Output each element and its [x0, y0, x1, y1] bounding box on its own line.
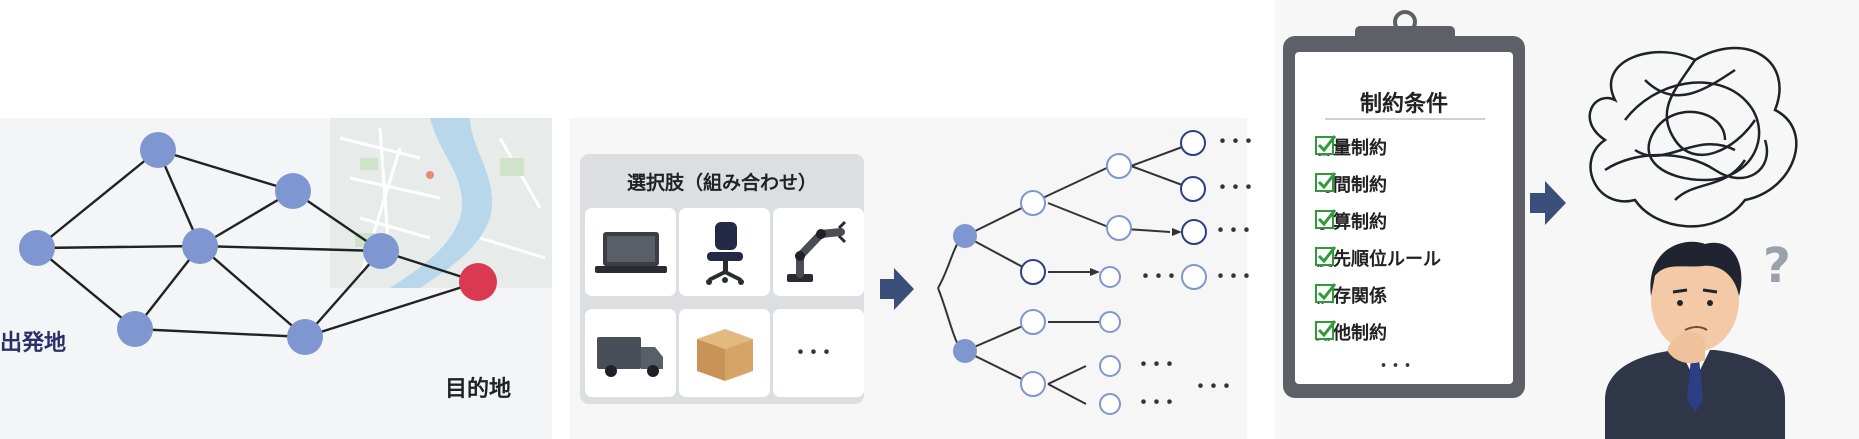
office-chair-icon: [706, 222, 744, 285]
tree-root-node: [953, 224, 977, 248]
title-divider: [1325, 118, 1485, 120]
tree-ellipsis: ･･･: [1138, 353, 1178, 378]
checkbox-checked-icon: [1315, 246, 1337, 266]
tree-node: [1180, 130, 1206, 156]
clipboard-clip: [1355, 10, 1455, 46]
route-network-graph: [19, 118, 552, 355]
tangled-scribble: [1588, 46, 1798, 228]
tree-node: [1181, 219, 1207, 245]
cardboard-box-icon: [697, 329, 753, 381]
tree-node: [1099, 266, 1121, 288]
decision-tree: [880, 130, 1207, 415]
constraint-label: 優先順位ルール: [1315, 249, 1441, 270]
tree-node: [1099, 311, 1121, 333]
more-constraints-ellipsis: ･･･: [1379, 356, 1415, 377]
constraint-item: 排他制約: [1315, 319, 1387, 345]
tree-node: [1106, 215, 1132, 241]
route-network-panel: 出発地 目的地: [0, 118, 552, 439]
tree-root-node: [953, 339, 977, 363]
network-node: [275, 173, 311, 209]
checkbox-checked-icon: [1315, 172, 1337, 192]
constraint-item: 依存関係: [1315, 282, 1387, 308]
map-background: [330, 118, 552, 288]
tree-node: [1020, 259, 1046, 285]
clipboard: 制約条件 容量制約 時間制約 予算制約 優先順位ルール 依存関係 排他制約 ･･…: [1283, 36, 1525, 398]
flow-arrow: [880, 268, 914, 310]
truck-icon: [597, 337, 663, 377]
tree-node: [1020, 309, 1046, 335]
tree-ellipsis: ･･･: [1215, 265, 1255, 290]
question-mark: ?: [1763, 238, 1791, 294]
tree-node: [1099, 355, 1121, 377]
constraint-item: 時間制約: [1315, 171, 1387, 197]
network-node: [117, 311, 153, 347]
checkbox-checked-icon: [1315, 209, 1337, 229]
choice-tile: ･･･: [773, 309, 864, 397]
tree-ellipsis: ･･･: [1140, 265, 1180, 290]
network-node: [140, 132, 176, 168]
goal-label: 目的地: [445, 377, 512, 402]
network-node: [287, 319, 323, 355]
choice-tile: [773, 208, 864, 296]
tree-node: [1099, 393, 1121, 415]
network-node: [182, 228, 218, 264]
choices-panel: 選択肢（組み合わせ）: [570, 118, 1254, 439]
choice-tile: [679, 208, 770, 296]
constraint-item: 優先順位ルール: [1315, 245, 1441, 271]
tree-node: [1180, 176, 1206, 202]
constraint-item: 予算制約: [1315, 208, 1387, 234]
tree-arrowheads: [1090, 228, 1182, 276]
flow-arrow: [1530, 181, 1566, 225]
tree-ellipsis: ･･･: [1215, 219, 1255, 244]
network-node: [363, 233, 399, 269]
constraints-list: 制約条件 容量制約 時間制約 予算制約 優先順位ルール 依存関係 排他制約 ･･…: [1295, 52, 1513, 384]
confused-person: [1605, 241, 1785, 439]
tree-node: [1020, 371, 1046, 397]
tree-ellipsis: ･･･: [1195, 375, 1235, 400]
choice-tile: [679, 309, 770, 397]
start-label: 出発地: [0, 331, 67, 356]
goal-node: [459, 263, 497, 301]
tree-node: [1106, 153, 1132, 179]
more-choices-ellipsis: ･･･: [795, 341, 835, 366]
checkbox-checked-icon: [1315, 283, 1337, 303]
tree-ellipsis: ･･･: [1138, 391, 1178, 416]
confusion-illustration: [1530, 46, 1798, 439]
choice-tile: [585, 309, 676, 397]
robot-arm-icon: [787, 220, 847, 282]
choice-tile: [585, 208, 676, 296]
choices-title: 選択肢（組み合わせ）: [626, 172, 817, 194]
network-node: [19, 230, 55, 266]
constraint-item: 容量制約: [1315, 134, 1387, 160]
checkbox-checked-icon: [1315, 135, 1337, 155]
tree-node: [1181, 264, 1207, 290]
checkbox-checked-icon: [1315, 320, 1337, 340]
constraints-title: 制約条件: [1359, 92, 1448, 117]
tree-ellipsis: ･･･: [1217, 176, 1257, 201]
choices-box: 選択肢（組み合わせ）: [580, 154, 864, 404]
tree-ellipsis: ･･･: [1217, 130, 1257, 155]
laptop-icon: [595, 232, 667, 273]
tree-node: [1020, 190, 1046, 216]
constraints-panel: 制約条件 容量制約 時間制約 予算制約 優先順位ルール 依存関係 排他制約 ･･…: [1275, 0, 1859, 439]
